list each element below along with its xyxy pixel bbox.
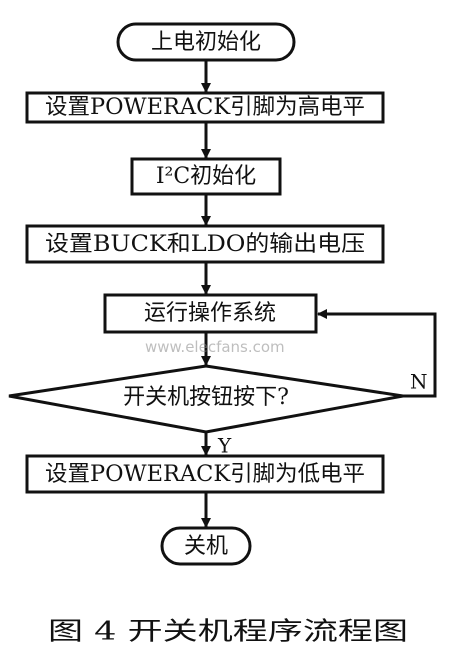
process-set-buck-ldo-label: 设置BUCK和LDO的输出电压 — [45, 232, 365, 257]
process-set-powerack-low-label: 设置POWERACK引脚为低电平 — [45, 462, 365, 487]
arrow-decision-no-loop — [317, 309, 437, 398]
process-set-powerack-high — [25, 91, 385, 124]
figure-caption: 图 4 开关机程序流程图 — [48, 617, 408, 646]
decision-power-button — [8, 364, 404, 434]
start-terminator — [116, 22, 296, 62]
process-set-powerack-high-label: 设置POWERACK引脚为高电平 — [45, 95, 365, 120]
decision-power-button-label: 开关机按钮按下? — [123, 385, 289, 410]
end-terminator — [160, 526, 252, 566]
end-label: 关机 — [184, 534, 228, 559]
edge-label-yes: Y — [217, 434, 232, 458]
process-run-os-label: 运行操作系统 — [144, 301, 276, 326]
watermark: www.elecfans.com — [145, 338, 285, 356]
edge-label-no: N — [410, 370, 428, 394]
process-run-os — [103, 293, 318, 334]
process-i2c-init-label: I²C初始化 — [156, 164, 256, 189]
process-set-powerack-low — [25, 454, 385, 494]
process-i2c-init — [130, 157, 282, 196]
process-set-buck-ldo — [25, 224, 385, 264]
start-label: 上电初始化 — [151, 30, 261, 55]
